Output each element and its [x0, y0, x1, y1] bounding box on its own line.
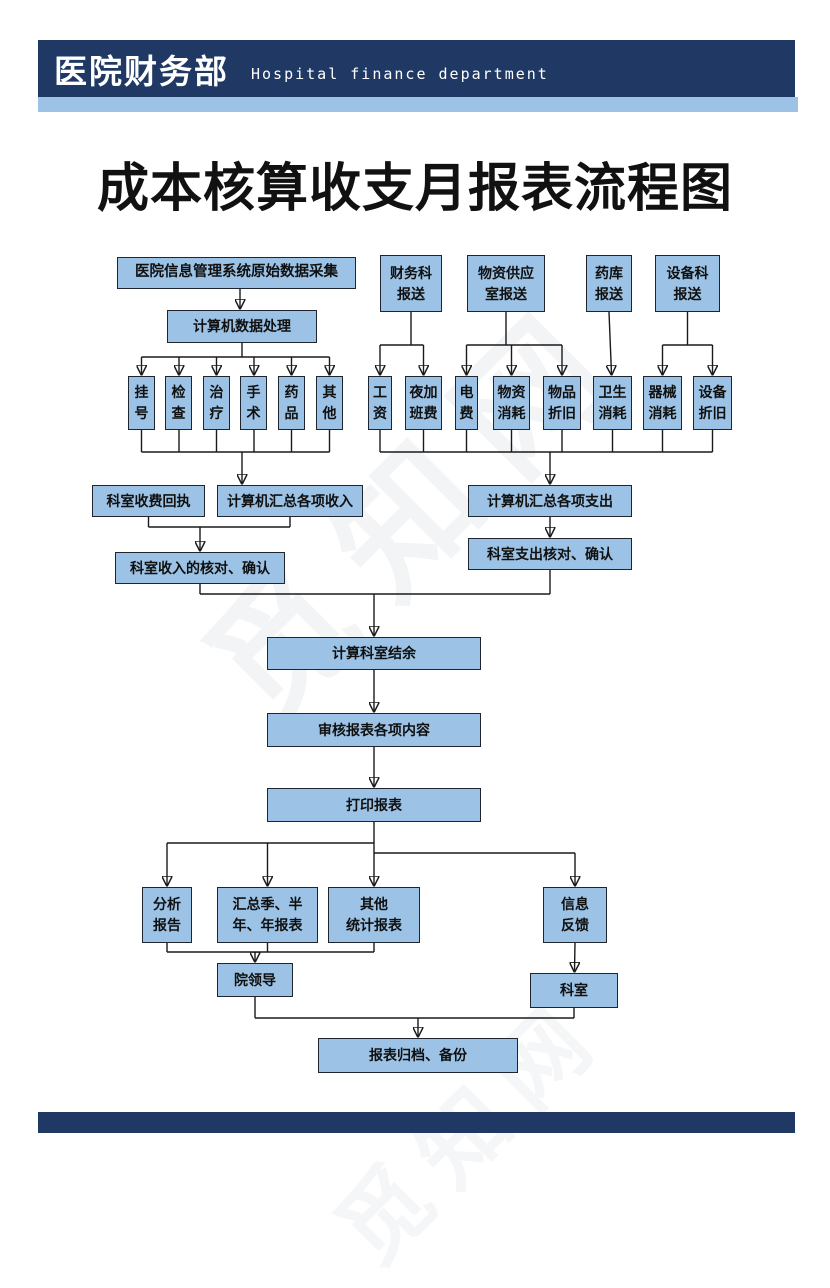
node-department: 科室: [530, 973, 618, 1008]
node-finance-report: 财务科 报送: [380, 255, 442, 312]
node-expense-summary: 计算机汇总各项支出: [468, 485, 632, 517]
node-analysis-report: 分析 报告: [142, 887, 192, 943]
node-equipment-depreciation: 设备 折旧: [693, 376, 732, 430]
header-title-en: Hospital finance department: [251, 64, 549, 83]
node-review-report: 审核报表各项内容: [267, 713, 481, 747]
node-sanitary-consumption: 卫生 消耗: [593, 376, 632, 430]
header-accent-strip: [38, 97, 798, 112]
node-supply-report: 物资供应 室报送: [467, 255, 545, 312]
node-income-summary: 计算机汇总各项收入: [217, 485, 363, 517]
node-dept-fee-receipt: 科室收费回执: [92, 485, 205, 517]
node-computer-processing: 计算机数据处理: [167, 310, 317, 343]
node-goods-depreciation: 物品 折旧: [543, 376, 581, 430]
node-medicine: 药 品: [278, 376, 305, 430]
node-hospital-info-collection: 医院信息管理系统原始数据采集: [117, 257, 356, 289]
node-night-overtime: 夜加 班费: [405, 376, 442, 430]
node-expense-check: 科室支出核对、确认: [468, 538, 632, 570]
node-periodic-reports: 汇总季、半 年、年报表: [217, 887, 318, 943]
node-examination: 检 查: [165, 376, 192, 430]
node-print-report: 打印报表: [267, 788, 481, 822]
node-other-statistics: 其他 统计报表: [328, 887, 420, 943]
footer-bar: [38, 1112, 795, 1133]
node-archive-backup: 报表归档、备份: [318, 1038, 518, 1073]
node-dept-balance: 计算科室结余: [267, 637, 481, 670]
node-salary: 工 资: [368, 376, 392, 430]
node-income-check: 科室收入的核对、确认: [115, 552, 285, 584]
node-others: 其 他: [316, 376, 343, 430]
node-treatment: 治 疗: [203, 376, 230, 430]
header-bar: 医院财务部 Hospital finance department: [38, 40, 795, 97]
node-hospital-leaders: 院领导: [217, 963, 293, 997]
node-material-consumption: 物资 消耗: [493, 376, 530, 430]
node-pharmacy-report: 药库 报送: [586, 255, 632, 312]
node-info-feedback: 信息 反馈: [543, 887, 607, 943]
node-equipment-report: 设备科 报送: [655, 255, 720, 312]
node-registration: 挂 号: [128, 376, 155, 430]
node-electricity: 电 费: [455, 376, 478, 430]
node-instrument-consumption: 器械 消耗: [643, 376, 682, 430]
node-surgery: 手 术: [240, 376, 267, 430]
header-title-cn: 医院财务部: [54, 52, 229, 90]
page-title: 成本核算收支月报表流程图: [96, 160, 733, 218]
